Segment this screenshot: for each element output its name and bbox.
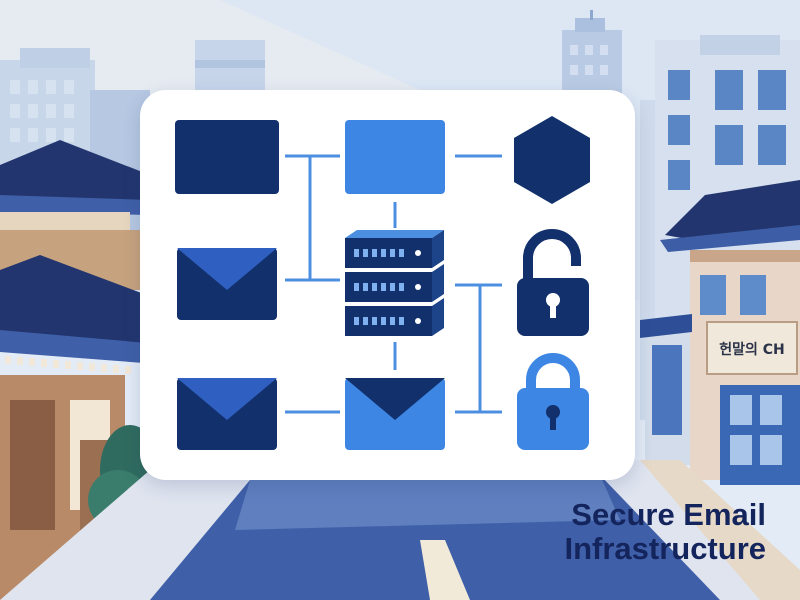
dark-panel-icon bbox=[175, 120, 279, 194]
connector-lines bbox=[285, 154, 502, 414]
title: Secure Email Infrastructure bbox=[564, 498, 766, 566]
envelope-icon bbox=[177, 248, 277, 320]
hexagon-icon bbox=[514, 116, 590, 204]
buildings-right: 헌말의 CH bbox=[640, 35, 800, 485]
diagram-card bbox=[140, 90, 635, 480]
shop-signboard-text: 헌말의 CH bbox=[719, 341, 785, 358]
envelope-icon bbox=[177, 378, 277, 450]
envelope-icon bbox=[345, 378, 445, 450]
title-line-1: Secure Email bbox=[571, 497, 766, 532]
title-line-2: Infrastructure bbox=[564, 531, 766, 566]
padlock-open-icon bbox=[517, 229, 589, 336]
light-panel-icon bbox=[345, 120, 445, 194]
padlock-closed-icon bbox=[517, 353, 589, 450]
street bbox=[0, 460, 800, 600]
server-stack-icon bbox=[345, 230, 444, 336]
